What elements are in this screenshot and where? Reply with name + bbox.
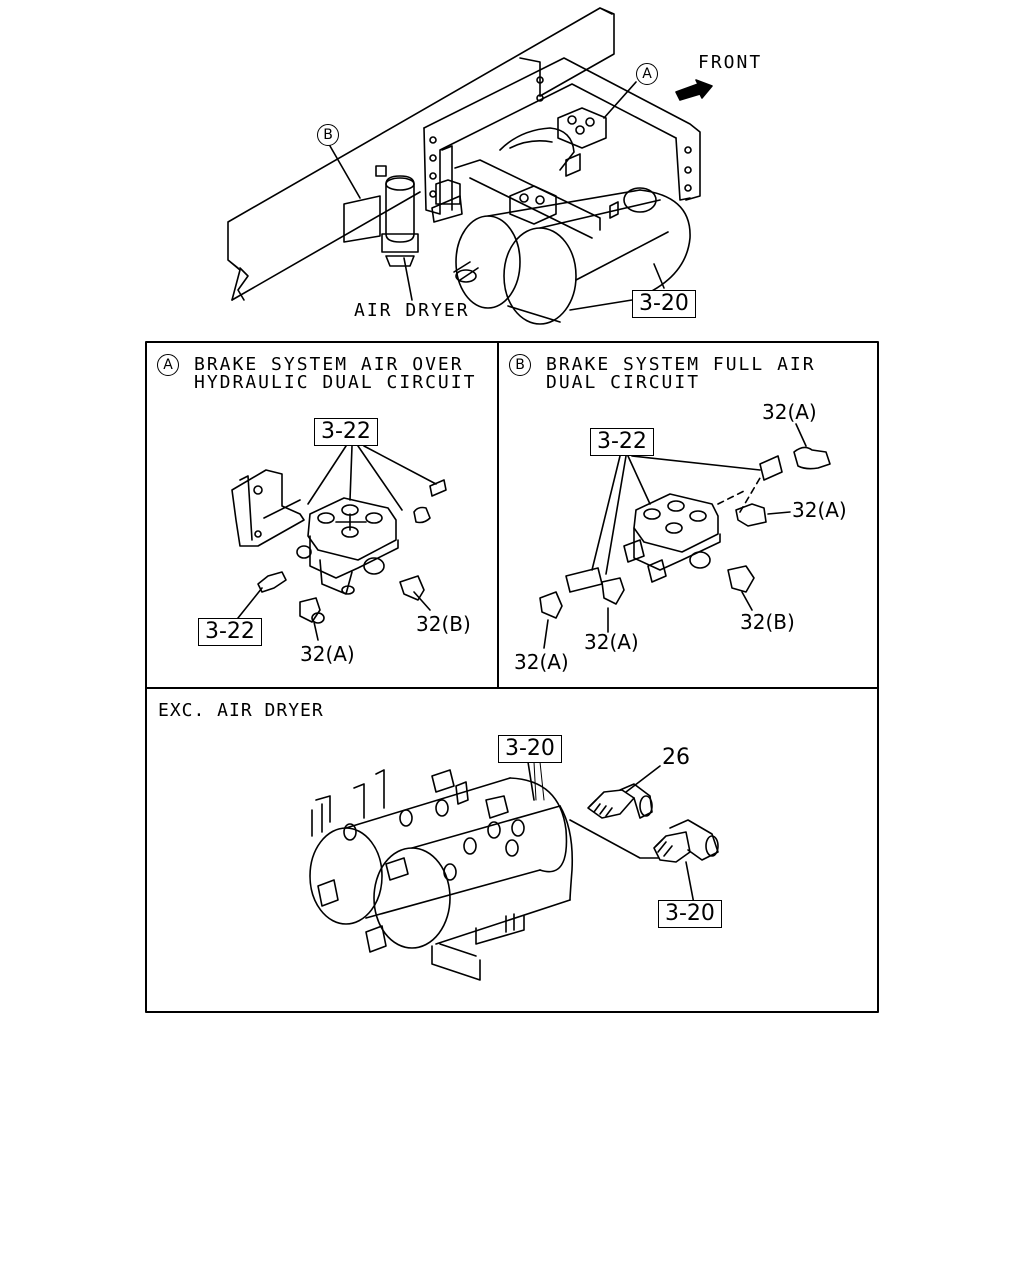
- panel-b-label-32a-left: 32(A): [514, 650, 569, 674]
- air-tanks-top: [453, 127, 691, 325]
- panel-a-label-32b: 32(B): [416, 612, 471, 636]
- panel-frames: [145, 341, 879, 1013]
- panel-b-label-32a-top: 32(A): [762, 400, 817, 424]
- ref-3-20-overview: 3-20: [632, 290, 696, 318]
- air-dryer-label: AIR DRYER: [354, 300, 470, 321]
- air-dryer-top: [343, 165, 419, 267]
- panel-a-ref-3-22-bottom: 3-22: [198, 618, 262, 646]
- panel-c-leaders: [527, 761, 695, 905]
- overview-leaders: [329, 81, 665, 301]
- valves-top: [431, 107, 619, 225]
- panel-a-marker: A: [157, 354, 179, 376]
- callout-b-marker: B: [317, 124, 339, 146]
- panel-b-label-32a-mid: 32(A): [584, 630, 639, 654]
- panel-b-ref-3-22: 3-22: [590, 428, 654, 456]
- panel-b-valve: [623, 446, 831, 593]
- panel-a-valve: [231, 469, 447, 595]
- panel-c-label-26: 26: [662, 745, 690, 770]
- panel-a-label-32a: 32(A): [300, 642, 355, 666]
- panel-c-title: EXC. AIR DRYER: [158, 700, 324, 721]
- panel-b-marker: B: [509, 354, 531, 376]
- panel-b-leaders: [543, 423, 807, 649]
- panel-c-ref-3-20-bottom: 3-20: [658, 900, 722, 928]
- panel-b-title-line2: DUAL CIRCUIT: [546, 372, 701, 393]
- panel-b-label-32b: 32(B): [740, 610, 795, 634]
- panel-b-title-line1: BRAKE SYSTEM FULL AIR: [546, 354, 816, 375]
- front-label: FRONT: [698, 52, 763, 73]
- panel-a-title-line1: BRAKE SYSTEM AIR OVER: [194, 354, 464, 375]
- panel-c-ref-3-20-top: 3-20: [498, 735, 562, 763]
- callout-a-marker: A: [636, 63, 658, 85]
- panel-a-fittings: [257, 571, 425, 624]
- panel-a-leaders: [237, 445, 437, 641]
- panel-a-title-line2: HYDRAULIC DUAL CIRCUIT: [194, 372, 477, 393]
- panel-a-ref-3-22-top: 3-22: [314, 418, 378, 446]
- panel-c-tanks: [309, 769, 574, 981]
- panel-b-label-32a-right: 32(A): [792, 498, 847, 522]
- panel-b-fittings: [539, 567, 625, 619]
- panel-c-fitting-26: [587, 783, 653, 819]
- panel-c-fitting-320: [653, 819, 719, 863]
- front-arrow-icon: [675, 79, 713, 101]
- chassis-frame-rail: [227, 7, 615, 301]
